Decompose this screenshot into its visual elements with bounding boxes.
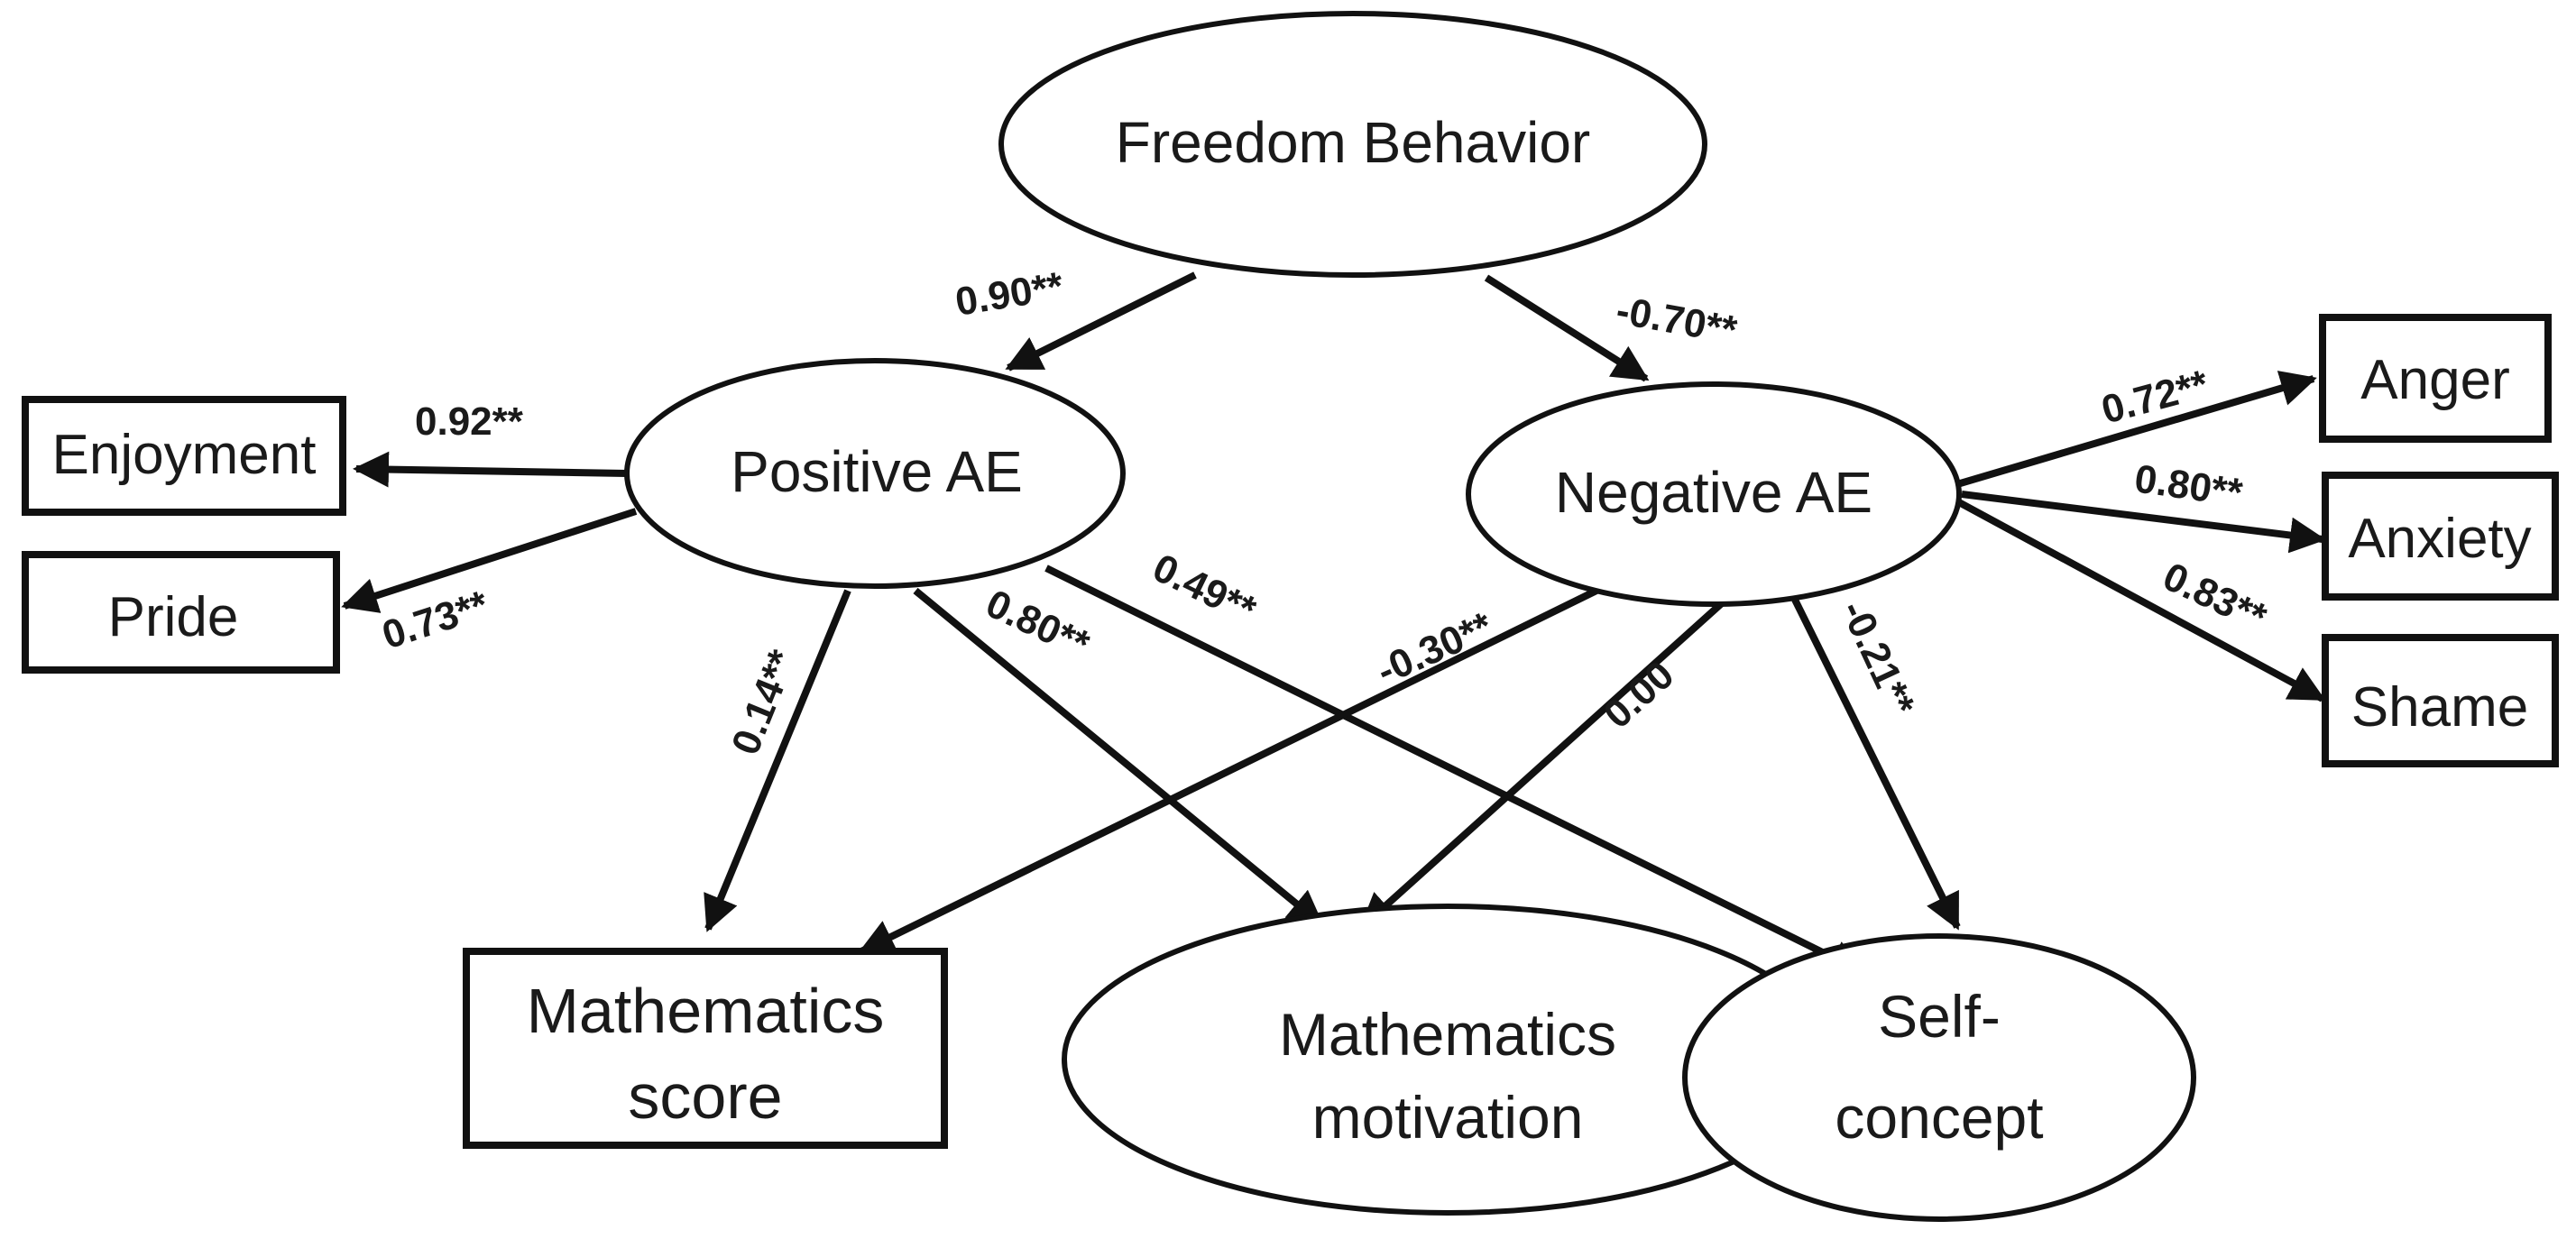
negative-ae-node [1466,381,1962,607]
freedom-behavior-label: Freedom Behavior [1116,110,1590,175]
pride-label: Pride [108,586,239,648]
coef-negative-to-score: -0.30** [1370,603,1500,693]
shame-label: Shame [2351,676,2528,739]
arrow-positive-to-enjoyment [353,451,628,488]
anger-label: Anger [2360,349,2509,411]
arrow-negative-to-motivation [1359,600,1725,930]
arrow-positive-to-motivation [913,587,1325,928]
positive-ae-label: Positive AE [731,439,1023,504]
self-concept-label-line1: Self- [1878,983,2001,1050]
arrow-positive-to-selfconcept [1044,564,1866,976]
coef-positive-to-enjoyment: 0.92** [415,399,524,444]
coef-negative-to-motivation: 0.00 [1596,653,1682,738]
positive-ae-node [624,358,1126,589]
shame-node [2322,634,2559,767]
anxiety-node [2322,472,2559,601]
coef-fb-to-negative: -0.70** [1613,289,1741,353]
coef-negative-to-anxiety: 0.80** [2132,456,2246,515]
anger-node [2319,314,2552,443]
negative-ae-label: Negative AE [1555,460,1872,525]
math-score-node [463,948,948,1149]
arrow-negative-to-anger [1955,371,2317,488]
math-score-label-line2: score [628,1061,782,1132]
arrow-positive-to-score [704,589,851,932]
arrow-negative-to-shame [1955,498,2326,702]
math-motivation-label-line1: Mathematics [1279,1001,1616,1068]
coef-positive-to-selfconcept: 0.49** [1146,546,1264,633]
arrow-fb-to-negative [1484,274,1650,382]
coef-fb-to-positive: 0.90** [952,264,1067,325]
arrow-negative-to-selfconcept [1791,598,1961,931]
pride-node [22,551,340,674]
coef-negative-to-shame: 0.83** [2157,555,2274,640]
arrow-positive-to-pride [341,508,638,613]
enjoyment-node [22,396,346,516]
arrow-negative-to-score [858,587,1598,955]
coef-positive-to-score: 0.14** [723,643,805,760]
arrow-fb-to-positive [1005,271,1197,372]
math-score-label-line1: Mathematics [527,976,885,1046]
anxiety-label: Anxiety [2348,508,2531,570]
enjoyment-label: Enjoyment [52,424,317,486]
arrow-negative-to-anxiety [1961,491,2326,554]
math-motivation-label-line2: motivation [1312,1084,1584,1151]
self-concept-node [1682,933,2196,1222]
freedom-behavior-node [998,11,1707,278]
self-concept-label-line2: concept [1835,1084,2043,1151]
